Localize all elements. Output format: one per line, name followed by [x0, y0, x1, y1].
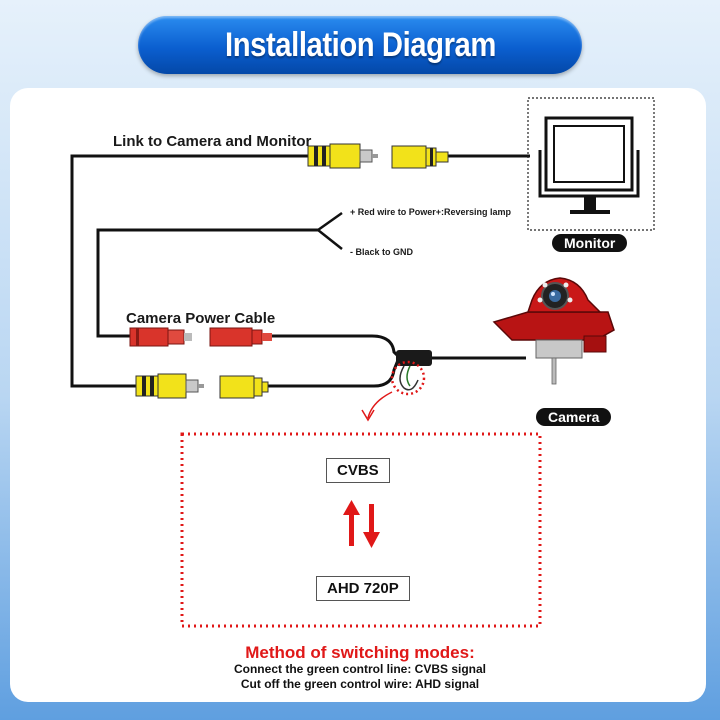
title-banner: Installation Diagram — [138, 16, 582, 74]
ahd-mode-label: AHD 720P — [316, 576, 410, 601]
video-to-camera-wire — [266, 359, 400, 388]
monitor-icon — [527, 97, 655, 231]
rca-connector-bottom-left — [135, 373, 204, 399]
video-wire-loop — [70, 154, 308, 388]
wire-splice-block — [361, 350, 432, 422]
camera-icon — [492, 277, 615, 385]
monitor-tag: Monitor — [552, 234, 628, 252]
method-line-1: Connect the green control line: CVBS sig… — [233, 662, 487, 676]
power-connector-female — [209, 327, 272, 347]
power-wire-loop — [96, 228, 318, 338]
link-camera-monitor-label: Link to Camera and Monitor — [113, 133, 312, 150]
red-wire-branch — [317, 211, 343, 232]
switch-arrows-icon — [343, 500, 380, 548]
power-connector-male — [129, 327, 192, 347]
page-title: Installation Diagram — [224, 25, 496, 64]
red-wire-label: + Red wire to Power+:Reversing lamp — [350, 207, 512, 217]
rca-connector-bottom-right — [219, 375, 269, 399]
rca-connector-top-right — [391, 145, 449, 169]
mode-switch-box — [180, 432, 542, 628]
cvbs-mode-label: CVBS — [326, 458, 390, 483]
black-wire-branch — [317, 229, 343, 250]
power-to-camera-wire — [272, 334, 400, 358]
rca-connector-top-left — [307, 143, 378, 169]
camera-tag: Camera — [536, 408, 612, 426]
black-wire-label: - Black to GND — [350, 247, 414, 257]
camera-power-cable-label: Camera Power Cable — [126, 310, 276, 327]
method-line-2: Cut off the green control wire: AHD sign… — [240, 677, 480, 691]
method-title: Method of switching modes: — [245, 643, 475, 662]
